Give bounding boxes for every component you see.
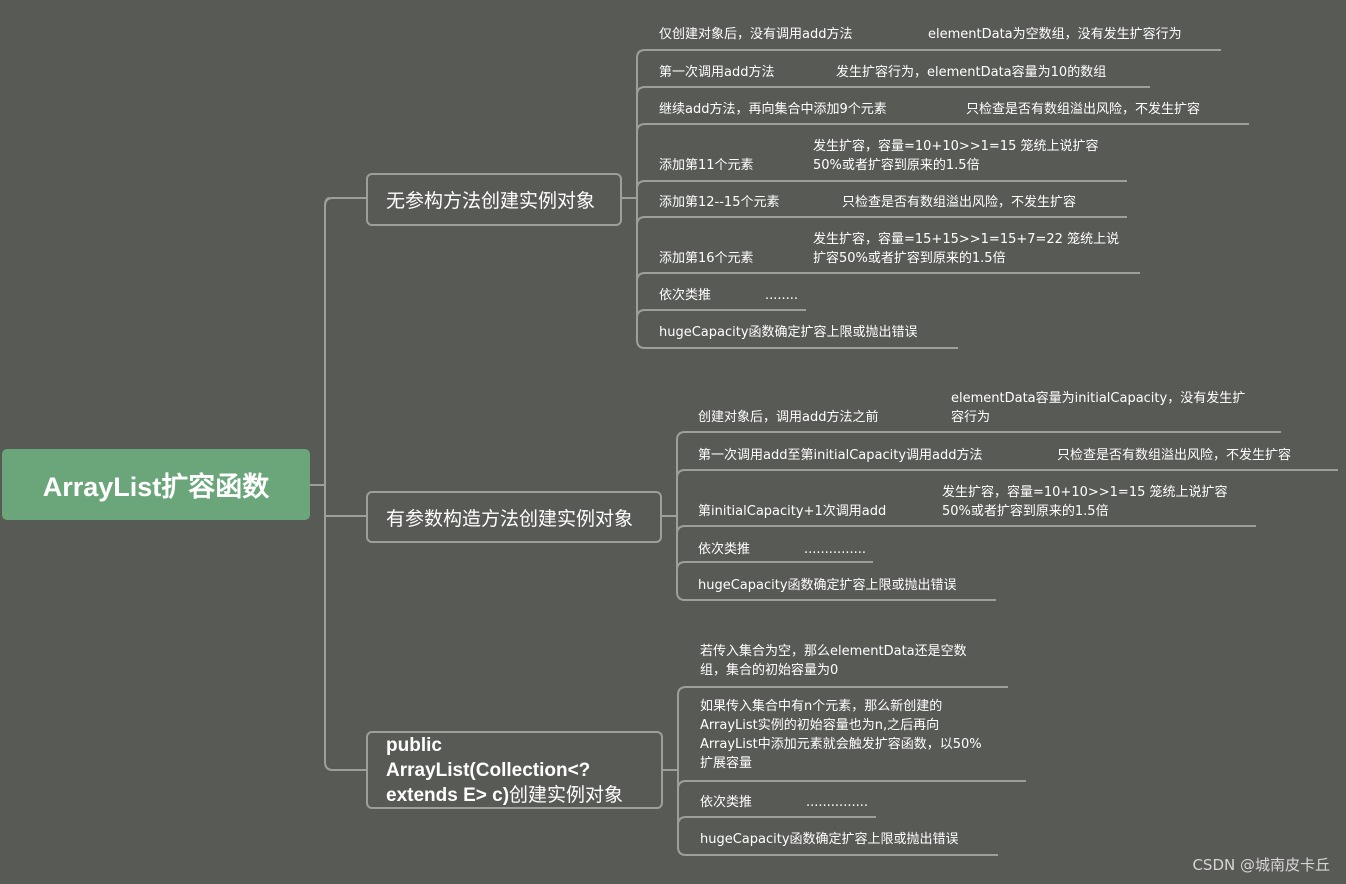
- branch2-item2-underline: [676, 469, 1338, 479]
- branch1-item4-underline: [636, 180, 1127, 190]
- branch1-item1-left: 仅创建对象后，没有调用add方法: [659, 27, 853, 42]
- branch2-label: 有参数构造方法创建实例对象: [386, 507, 634, 530]
- branch3-item3-underline: [677, 816, 876, 826]
- branch3-label-line2: extends E> c)创建实例对象: [386, 783, 643, 808]
- branch3-item2-line2: ArrayList实例的初始容量也为n,之后再向: [700, 718, 940, 733]
- branch1-item6-right-line1: 发生扩容，容量=15+15>>1=15+7=22 笼统上说: [813, 232, 1120, 247]
- branch2-item3-right-line1: 发生扩容，容量=10+10>>1=15 笼统上说扩容: [942, 485, 1228, 500]
- branch1-item2-right: 发生扩容行为，elementData容量为10的数组: [836, 65, 1107, 80]
- branch1-label: 无参构方法创建实例对象: [386, 190, 596, 212]
- branch1-item4-right-line2: 50%或者扩容到原来的1.5倍: [813, 158, 980, 173]
- branch2-item4-left: 依次类推: [698, 542, 751, 557]
- branch3-item2-line1: 如果传入集合中有n个元素，那么新创建的: [700, 699, 943, 714]
- branch1-item4-right-line1: 发生扩容，容量=10+10>>1=15 笼统上说扩容: [813, 139, 1099, 154]
- trunk-line: [324, 197, 366, 771]
- branch2-item2-right: 只检查是否有数组溢出风险，不发生扩容: [1057, 448, 1292, 463]
- branch2-item1-left: 创建对象后，调用add方法之前: [698, 410, 879, 425]
- branch3-item4-left: hugeCapacity函数确定扩容上限或抛出错误: [700, 832, 959, 847]
- branch3-item1-line1: 若传入集合为空，那么elementData还是空数: [700, 644, 967, 659]
- branch2-spine: [676, 431, 686, 601]
- branch2-item2-left: 第一次调用add至第initialCapacity调用add方法: [698, 448, 983, 463]
- branch3-spine: [677, 686, 687, 856]
- branch3-label-line1: public ArrayList(Collection<?: [386, 734, 591, 781]
- branch1-item3-underline: [636, 123, 1249, 133]
- branch1-item8-left: hugeCapacity函数确定扩容上限或抛出错误: [659, 325, 918, 340]
- root-label: ArrayList扩容函数: [42, 472, 270, 502]
- branch1-item5-right: 只检查是否有数组溢出风险，不发生扩容: [842, 195, 1077, 210]
- branch1-item2-left: 第一次调用add方法: [659, 65, 775, 80]
- branch-collection-constructor[interactable]: public ArrayList(Collection<? extends E>…: [366, 731, 663, 809]
- branch3-label-line2-code: extends E> c): [386, 784, 510, 806]
- branch1-item7-underline: [636, 309, 806, 319]
- watermark: CSDN @城南皮卡丘: [1192, 856, 1330, 874]
- branch1-item5-underline: [636, 216, 1127, 226]
- branch1-item7-left: 依次类推: [659, 288, 712, 303]
- branch3-item2-line3: ArrayList中添加元素就会触发扩容函数，以50%: [700, 737, 982, 752]
- branch3-label: public ArrayList(Collection<? extends E>…: [386, 733, 643, 808]
- branch1-item3-right: 只检查是否有数组溢出风险，不发生扩容: [966, 102, 1201, 117]
- branch3-item2-underline: [677, 780, 1026, 790]
- branch2-item5-left: hugeCapacity函数确定扩容上限或抛出错误: [698, 578, 957, 593]
- branch3-item2-line4: 扩展容量: [700, 756, 753, 771]
- trunk-to-branch1: [324, 197, 366, 207]
- branch1-item1-right: elementData为空数组，没有发生扩容行为: [928, 27, 1182, 42]
- branch2-item3-left: 第initialCapacity+1次调用add: [698, 504, 887, 519]
- branch2-item4-underline: [676, 561, 873, 571]
- branch1-spine: [636, 49, 646, 349]
- branch1-item4-left: 添加第11个元素: [659, 158, 754, 173]
- branch1-item7-right: ........: [765, 288, 799, 303]
- branch2-item4-right: ...............: [804, 542, 866, 557]
- branch1-item6-underline: [636, 272, 1140, 282]
- branch2-item3-right-line2: 50%或者扩容到原来的1.5倍: [942, 504, 1109, 519]
- branch2-item1-right-line1: elementData容量为initialCapacity，没有发生扩: [951, 391, 1246, 406]
- branch1-item6-right-line2: 扩容50%或者扩容到原来的1.5倍: [813, 251, 1006, 266]
- branch-no-arg-constructor[interactable]: 无参构方法创建实例对象: [366, 173, 622, 226]
- branch3-item1-line2: 组，集合的初始容量为0: [700, 663, 839, 678]
- branch1-item2-underline: [636, 86, 1150, 96]
- branch1-item5-left: 添加第12--15个元素: [659, 195, 780, 210]
- branch3-label-line2-text: 创建实例对象: [509, 784, 624, 806]
- branch2-item1-right-line2: 容行为: [951, 410, 991, 425]
- branch-param-constructor[interactable]: 有参数构造方法创建实例对象: [366, 491, 662, 543]
- branch1-item6-left: 添加第16个元素: [659, 251, 754, 266]
- branch3-item3-left: 依次类推: [700, 795, 753, 810]
- branch2-item3-underline: [676, 525, 1256, 535]
- root-node[interactable]: ArrayList扩容函数: [2, 449, 310, 520]
- branch1-item3-left: 继续add方法，再向集合中添加9个元素: [659, 102, 887, 117]
- branch3-item3-right: ...............: [806, 795, 868, 810]
